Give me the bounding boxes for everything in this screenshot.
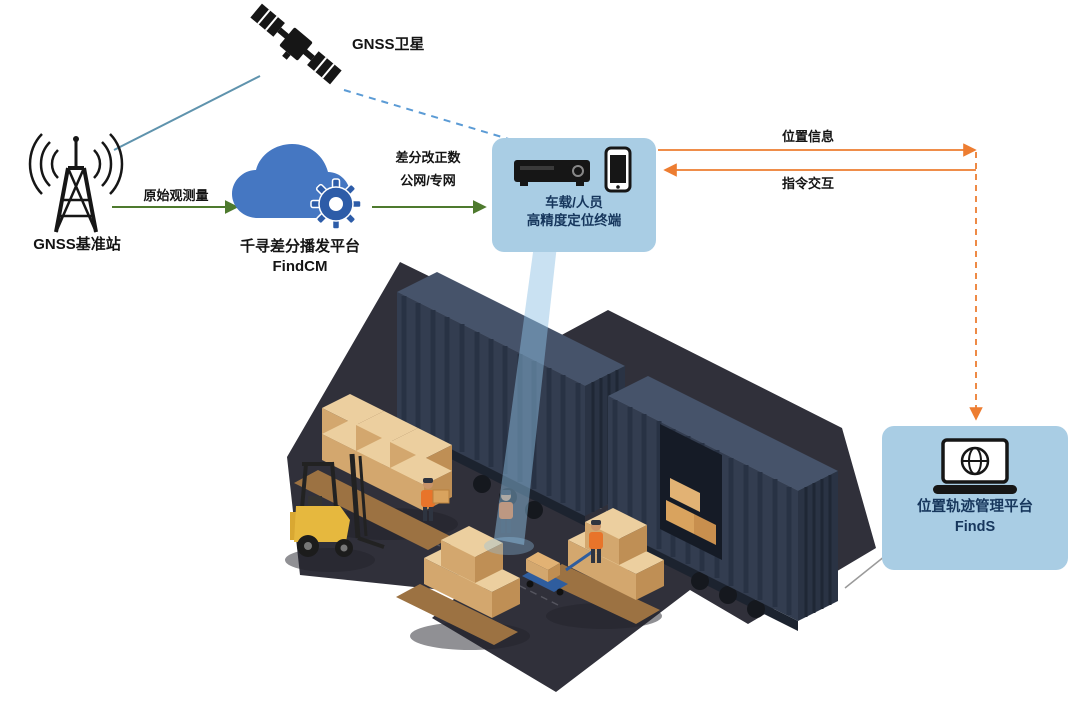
- pallet: [538, 564, 660, 624]
- container2-wheel: [691, 572, 709, 590]
- terminal-label-line1: 车载/人员: [545, 195, 603, 210]
- gear-shape: [310, 178, 362, 230]
- worker-under-beam: [499, 490, 513, 533]
- cloud-label-line2: FindCM: [272, 258, 328, 275]
- signal-waves-right: [93, 133, 124, 195]
- pallet-jack-handle: [565, 550, 593, 572]
- cloud-gear-icon: [232, 144, 362, 230]
- container2-wheel: [747, 600, 765, 618]
- laptop-base: [933, 485, 1017, 494]
- platform-panel: 位置轨迹管理平台 FindS: [882, 426, 1068, 570]
- terminal-label-line2: 高精度定位终端: [526, 213, 622, 229]
- carried-box: [432, 489, 450, 504]
- worker-pallet-jack: [589, 520, 603, 563]
- forklift: [290, 453, 385, 557]
- container2-cargo-box: [666, 500, 694, 534]
- signal-waves-left: [28, 133, 59, 195]
- pallet-jack-box: [526, 552, 560, 570]
- phone-home-button: [616, 185, 620, 189]
- container1-wheel: [473, 475, 491, 493]
- diff-correction-label-line1: 差分改正数: [395, 150, 461, 165]
- worker-carrying-box: [421, 478, 450, 521]
- container1-ribs: [401, 296, 581, 511]
- terminal-panel: 车载/人员 高精度定位终端: [492, 138, 656, 252]
- base-station-label: GNSS基准站: [33, 236, 121, 253]
- pallet: [396, 584, 518, 645]
- positioning-beam: [494, 245, 557, 545]
- connectors: [112, 75, 983, 589]
- platform-label-line2: FindS: [954, 518, 996, 535]
- forklift-forks: [357, 536, 385, 549]
- phone-screen: [610, 155, 626, 183]
- satellite-to-base-line: [113, 75, 261, 151]
- container1-door-lines: [591, 370, 619, 512]
- laptop-globe-icon: [933, 438, 1017, 494]
- position-info-label: 位置信息: [781, 129, 834, 144]
- platform-label-line1: 位置轨迹管理平台: [917, 499, 1033, 515]
- forklift-seat: [308, 496, 322, 506]
- warehouse-scene: [285, 245, 876, 692]
- container2-end: [798, 471, 838, 621]
- satellite-to-terminal-dashed-line: [343, 89, 513, 141]
- container2-cargo-box: [670, 478, 700, 512]
- radio-tower-icon: [28, 133, 124, 233]
- forklift-mast: [358, 455, 368, 537]
- receiver-body: [514, 160, 590, 182]
- forklift-body: [294, 506, 350, 542]
- forklift-guard: [300, 461, 338, 509]
- satellite-icon: [250, 3, 342, 85]
- container2-wheel: [719, 586, 737, 604]
- receiver-knob: [572, 165, 584, 177]
- container2-door-lines: [804, 475, 832, 617]
- cloud-label-line1: 千寻差分播发平台: [239, 238, 360, 255]
- positioning-beam-glow: [484, 537, 534, 555]
- forklift-mast: [349, 453, 361, 539]
- satellite-label: GNSS卫星: [352, 36, 425, 53]
- shipping-container-2: [608, 376, 838, 631]
- container1-top: [397, 272, 625, 386]
- container2-cargo-box: [694, 514, 716, 545]
- shadow: [285, 548, 375, 572]
- pallet-jack-group: [522, 520, 603, 596]
- pallet-boxes-center: [396, 526, 520, 645]
- diff-correction-label-line2: 公网/专网: [400, 173, 456, 188]
- raw-observation-label: 原始观测量: [143, 188, 209, 203]
- container2-top: [608, 376, 838, 491]
- receiver-and-phone-icon: [514, 146, 632, 193]
- container1-wheel: [525, 501, 543, 519]
- command-exchange-label: 指令交互: [781, 176, 834, 191]
